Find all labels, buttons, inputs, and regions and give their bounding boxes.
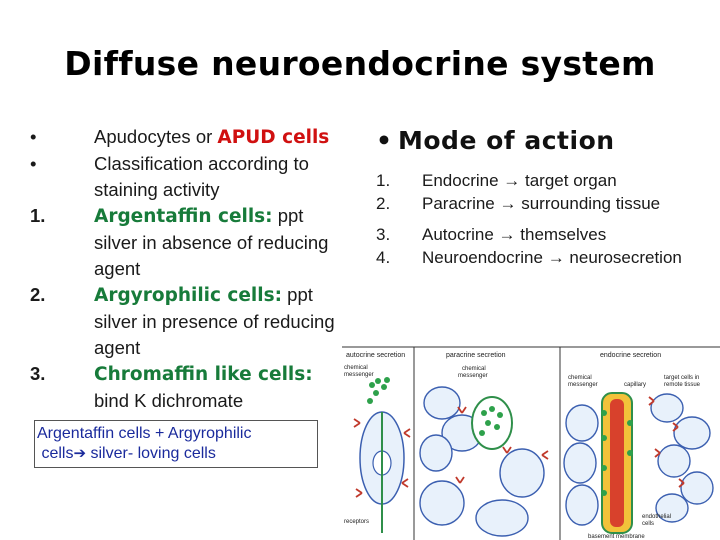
number-marker: 2. — [30, 284, 46, 305]
number-marker: 3. — [376, 225, 391, 244]
capillary-blood — [610, 399, 624, 527]
number-marker: 1. — [30, 205, 46, 226]
endocrine-cells — [563, 404, 599, 526]
note-line-1: Argentaffin cells + Argyrophilic — [37, 425, 252, 442]
bullet-icon: • — [376, 126, 393, 155]
note-line-2-start: cells — [41, 445, 74, 462]
chemical-messenger-label: messenger — [458, 373, 488, 379]
paracrine-secreting-cell — [471, 396, 513, 450]
item-highlight: APUD cells — [217, 127, 330, 148]
basement-membrane-label: basement membrane — [588, 534, 645, 540]
list-item: 2. Argyrophilic cells: ppt silver in pre… — [28, 282, 350, 361]
endothelial-label: cells — [642, 521, 654, 527]
list-item: • Classification according to staining a… — [28, 151, 350, 203]
endothelial-label: endothelial — [642, 514, 671, 520]
note-line-2-end: silver- loving cells — [86, 445, 216, 462]
item-text: Apudocytes or — [94, 126, 218, 147]
item-text: Classification according to staining act… — [94, 153, 309, 200]
bullet-marker: • — [30, 153, 37, 174]
list-item: 1. Endocrine → target organ — [376, 169, 706, 192]
item-highlight: Argyrophilic cells: — [94, 285, 283, 306]
secretion-modes-diagram: autocrine secretion paracrine secretion … — [342, 343, 720, 540]
number-marker: 3. — [30, 363, 46, 384]
target-cells-label: remote tissue — [664, 382, 701, 388]
item-highlight: Chromaffin like cells: — [94, 364, 313, 385]
mode-of-action-section: •Mode of action 1. Endocrine → target or… — [376, 126, 706, 269]
left-bullet-list: • Apudocytes or APUD cells • Classificat… — [28, 124, 350, 414]
list-item: 1. Argentaffin cells: ppt silver in abse… — [28, 203, 350, 282]
autocrine-label: autocrine secretion — [346, 352, 405, 359]
capillary-label: capillary — [624, 382, 646, 388]
chemical-messenger-label: chemical — [344, 365, 368, 371]
number-marker: 1. — [376, 171, 391, 190]
chemical-messenger-label: messenger — [568, 382, 598, 388]
receptor-icons — [648, 396, 685, 488]
target-cells-label: target cells in — [664, 375, 699, 381]
secretory-granules — [479, 406, 503, 436]
list-item: 4. Neuroendocrine → neurosecretion — [376, 246, 706, 269]
list-item: 3. Chromaffin like cells: bind K dichrom… — [28, 361, 350, 414]
item-highlight: Argentaffin cells: — [94, 206, 273, 227]
number-marker: 2. — [376, 194, 391, 213]
mode-heading: Mode of action — [398, 126, 615, 155]
chemical-messenger-label: chemical — [568, 375, 592, 381]
slide-title: Diffuse neuroendocrine system — [64, 44, 656, 83]
receptors-label: receptors — [344, 519, 369, 525]
item-text: bind K dichromate — [94, 390, 244, 411]
secretory-granules — [367, 377, 390, 404]
chemical-messenger-label: messenger — [344, 372, 374, 378]
item-text: ppt silver in absence of reducing agent — [94, 205, 329, 279]
list-item: 2. Paracrine → surrounding tissue — [376, 192, 706, 215]
right-arrow-icon: ➔ — [73, 445, 87, 462]
number-marker: 4. — [376, 248, 391, 267]
endocrine-label: endocrine secretion — [600, 352, 661, 359]
bullet-marker: • — [30, 126, 37, 147]
item-text: ppt silver in presence of reducing agent — [94, 284, 335, 358]
mode-list: 1. Endocrine → target organ 2. Paracrine… — [376, 169, 706, 269]
list-item: • Apudocytes or APUD cells — [28, 124, 350, 151]
receptor-icons — [455, 406, 549, 484]
item-text: Endocrine → target organ — [422, 171, 617, 190]
receptor-icons — [353, 418, 411, 498]
item-text: Neuroendocrine → neurosecretion — [422, 248, 682, 267]
chemical-messenger-label: chemical — [462, 366, 486, 372]
target-cells — [650, 393, 714, 523]
summary-note-box: Argentaffin cells + Argyrophilic cells➔ … — [34, 420, 318, 468]
paracrine-label: paracrine secretion — [446, 352, 506, 359]
item-text: Paracrine → surrounding tissue — [422, 194, 661, 213]
item-text: Autocrine → themselves — [422, 225, 607, 244]
secretory-granules — [601, 410, 633, 496]
list-item: 3. Autocrine → themselves — [376, 223, 706, 246]
